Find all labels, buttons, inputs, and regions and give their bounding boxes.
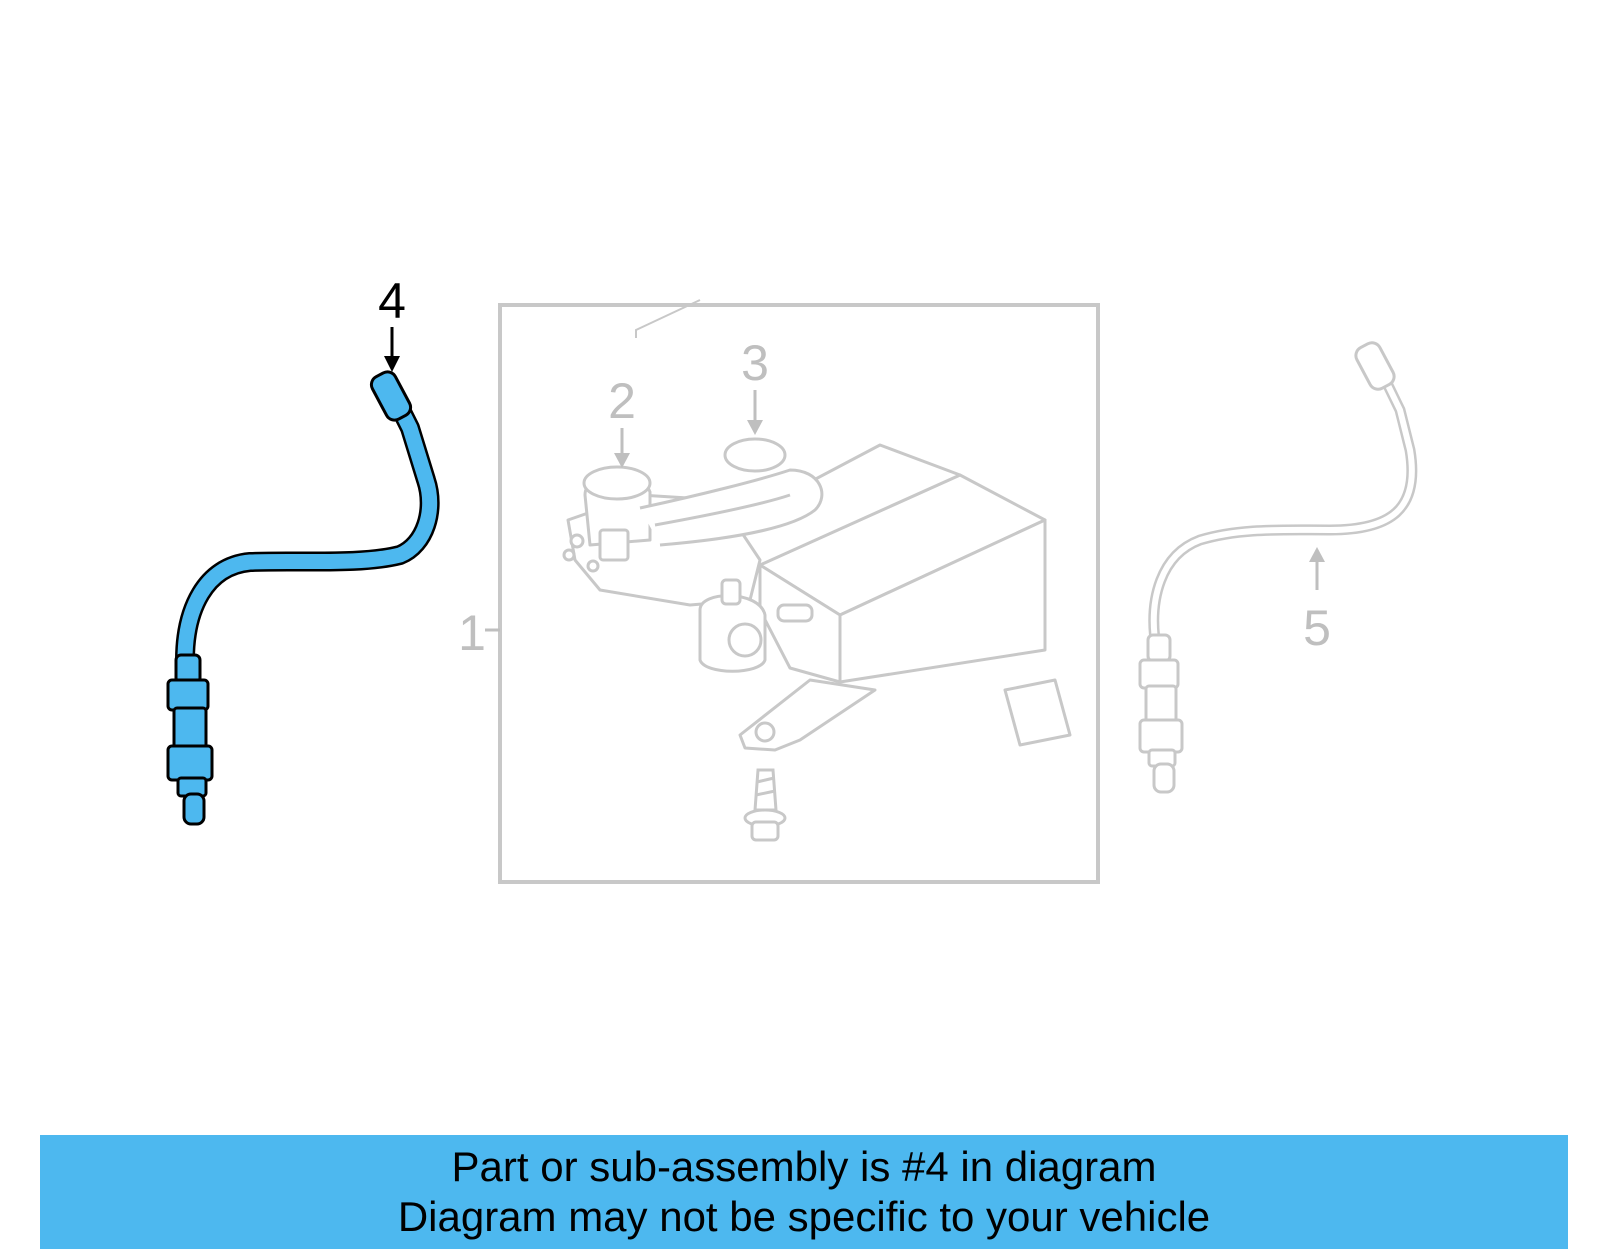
part-4-cable <box>177 384 438 668</box>
screw-thread-2 <box>755 789 776 797</box>
part-1-assembly-box <box>498 303 1100 884</box>
part-4-tip <box>182 792 206 826</box>
mount-bolt-2 <box>586 559 600 573</box>
mount-bolt-3 <box>562 548 576 562</box>
callout-5-arrowhead <box>1309 547 1325 562</box>
mount-tab <box>598 528 630 562</box>
mount-bolt-1 <box>569 533 585 549</box>
canister-nipple <box>720 578 742 606</box>
callout-3-arrowhead <box>747 420 763 435</box>
part-1-box-corner-line <box>635 299 701 338</box>
part-4-upper-body <box>166 678 210 712</box>
canister-side <box>758 563 842 684</box>
canister-side-nipple <box>776 603 814 623</box>
callout-5[interactable]: 5 <box>1303 600 1331 656</box>
hose-head <box>723 437 787 473</box>
part-4-oxygen-sensor[interactable] <box>166 369 440 826</box>
part-5-cable-core <box>1150 372 1415 643</box>
part-5-boot <box>1146 633 1172 663</box>
part-4-cable-outline <box>175 382 440 670</box>
callout-2[interactable]: 2 <box>608 373 636 429</box>
part-4-hex-nut <box>166 744 214 782</box>
hose-loop <box>639 468 824 547</box>
banner-background <box>40 1135 1568 1249</box>
mounting-screw <box>743 768 787 842</box>
evap-canister <box>562 437 1072 752</box>
canister-bracket-hole <box>754 721 776 743</box>
part-5-oxygen-sensor[interactable] <box>1138 340 1418 794</box>
callout-4-arrowhead <box>384 356 400 372</box>
part-5-connector <box>1354 341 1396 391</box>
part-5-upper-body <box>1138 658 1180 690</box>
part-4-connector <box>369 370 413 422</box>
banner-line-1: Part or sub-assembly is #4 in diagram <box>451 1143 1157 1190</box>
hose-inner <box>654 493 791 527</box>
callout-2-arrowhead <box>614 453 630 468</box>
callout-1[interactable]: 1 <box>458 605 486 661</box>
part-5-shell <box>1144 684 1178 724</box>
part-5-hex-nut <box>1138 718 1184 754</box>
part-5-tip <box>1152 762 1176 794</box>
callout-4[interactable]: 4 <box>378 273 406 329</box>
info-banner: Part or sub-assembly is #4 in diagram Di… <box>40 1135 1568 1249</box>
canister-port-opening <box>727 622 763 658</box>
banner-line-2: Diagram may not be specific to your vehi… <box>397 1193 1211 1240</box>
screw-head <box>750 820 780 842</box>
callout-3[interactable]: 3 <box>741 335 769 391</box>
part-5-cable <box>1148 369 1418 646</box>
screw-thread-1 <box>756 776 775 784</box>
canister-foot <box>1003 678 1072 747</box>
valve-top <box>582 465 652 501</box>
part-4-shell <box>172 706 208 750</box>
